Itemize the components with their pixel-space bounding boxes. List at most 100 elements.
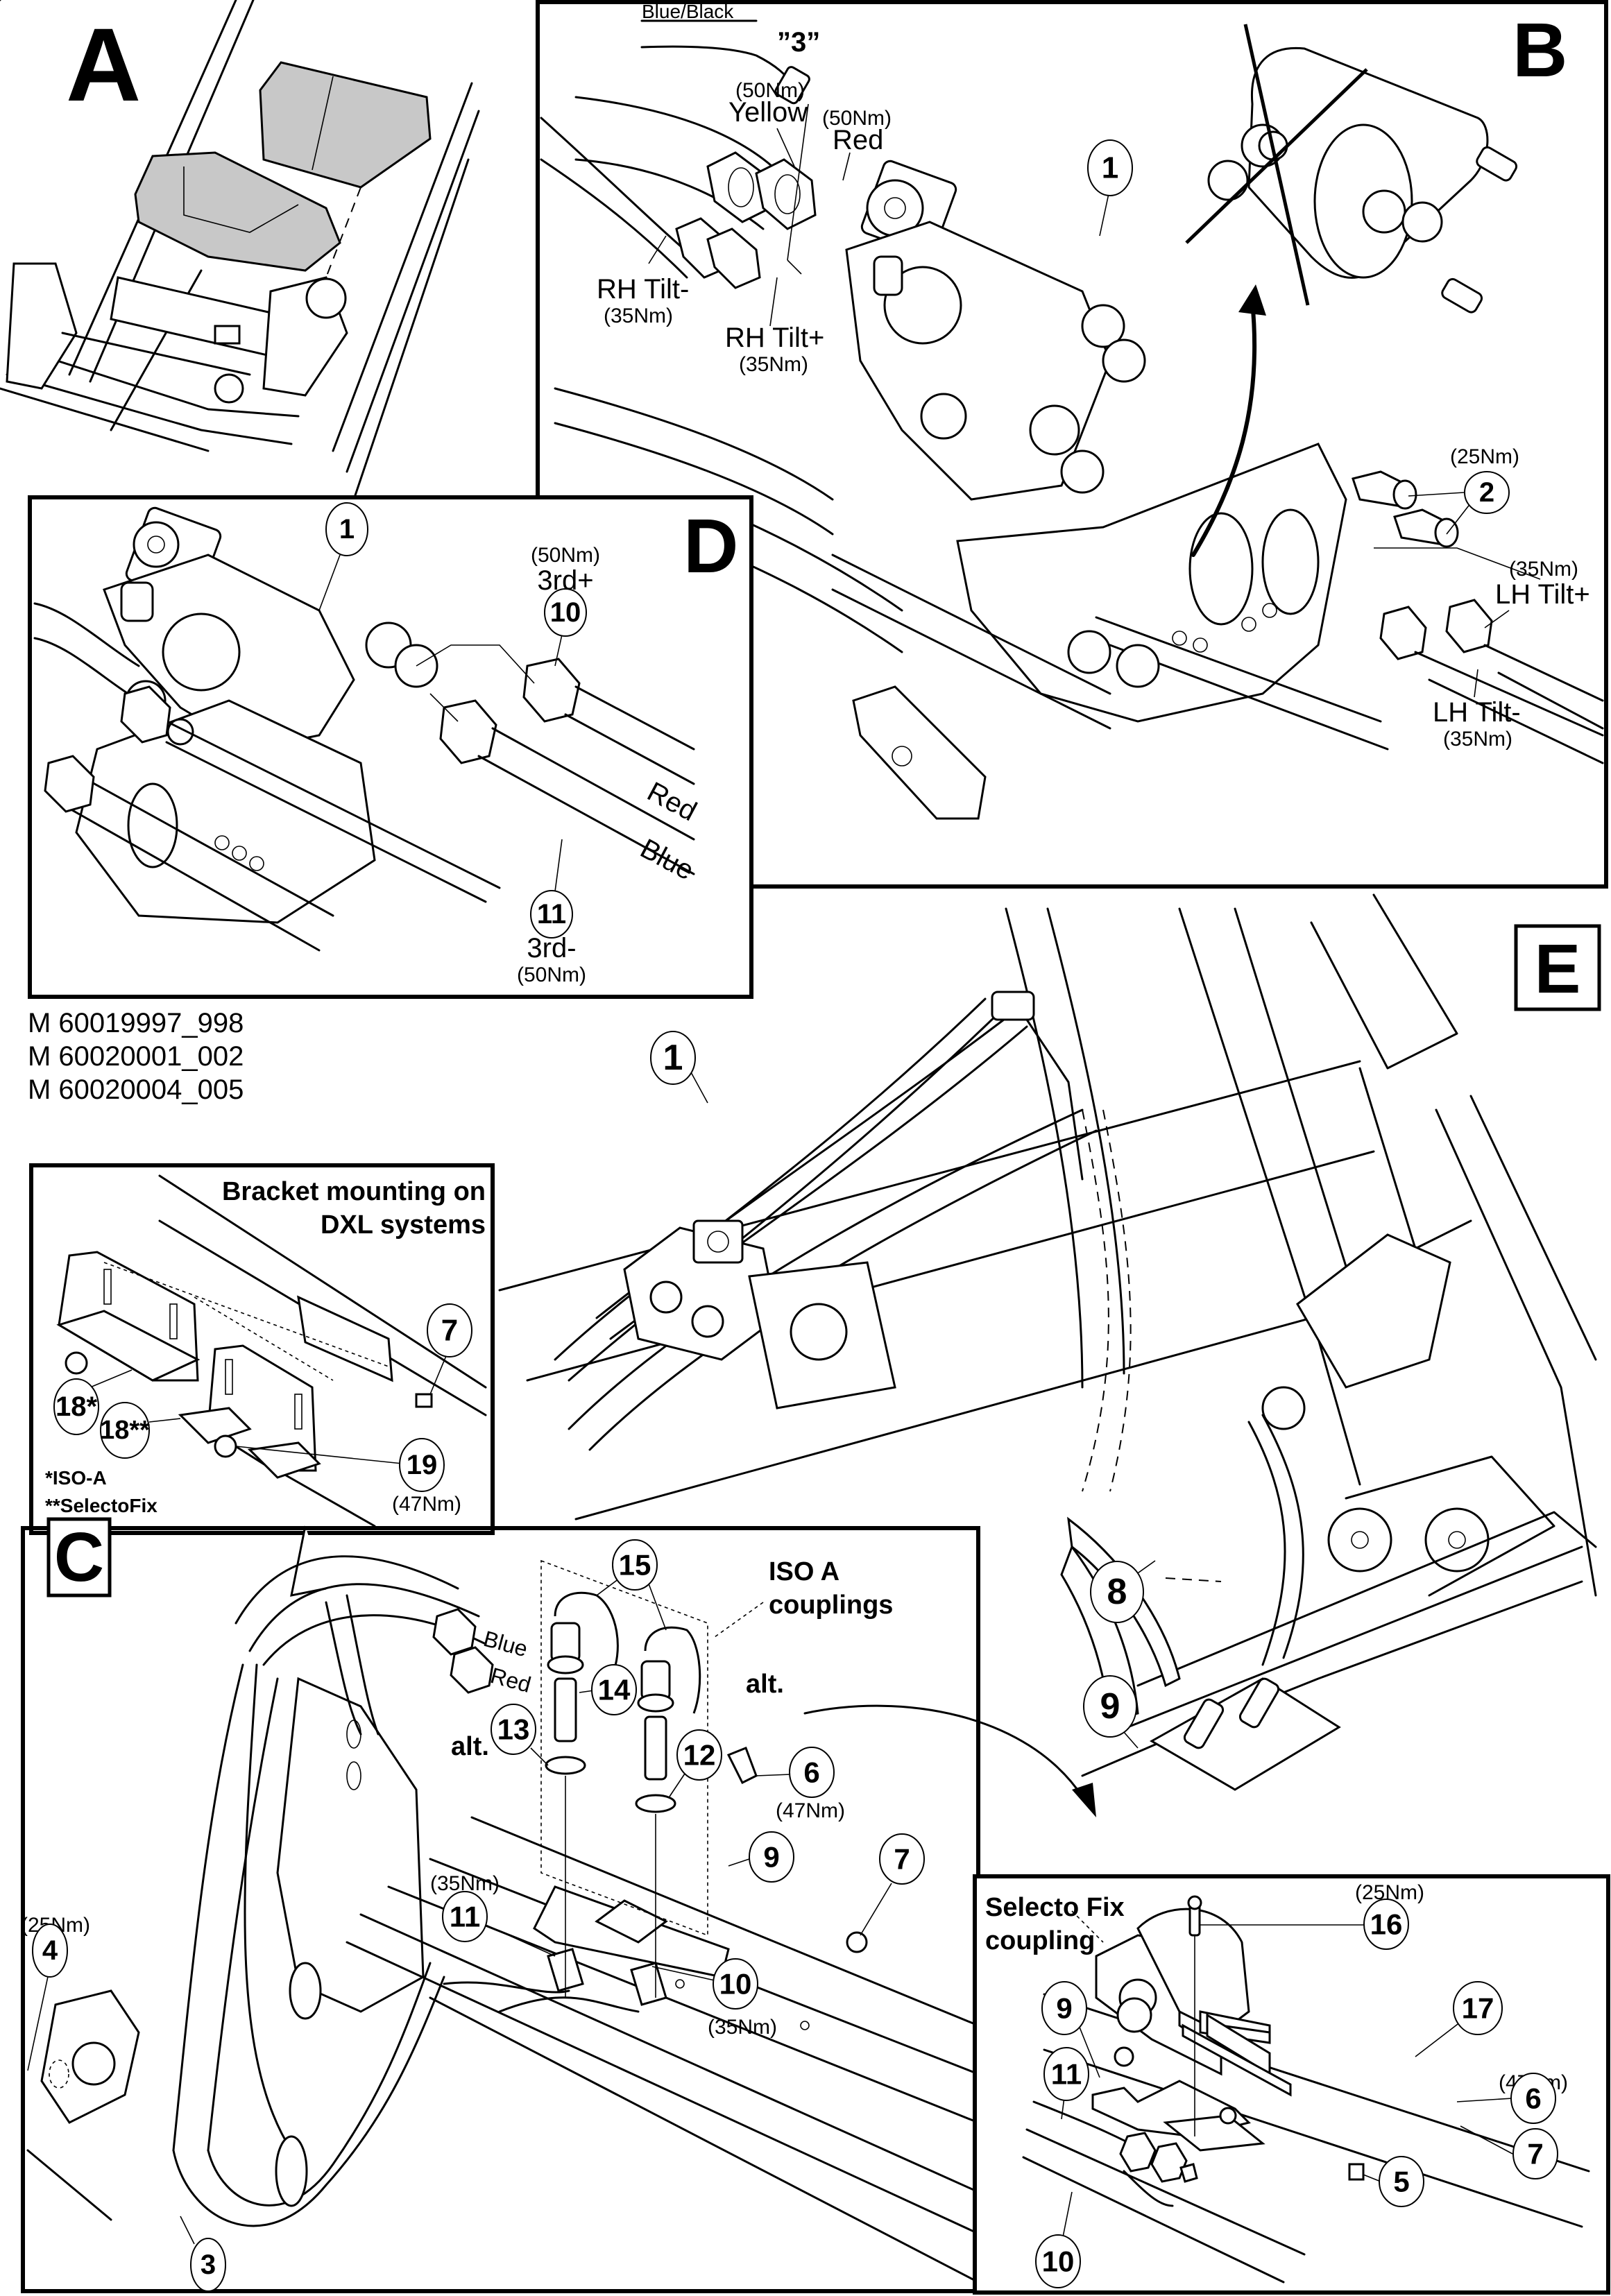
cap-screws-2 [1352, 470, 1459, 548]
hose-label-3rd-minus: 3rd- [527, 933, 576, 963]
drawing-stroke [691, 1305, 724, 1338]
drawing-stroke [1187, 1895, 1202, 1910]
callout-number: 11 [1051, 2058, 1082, 2091]
drawing-stroke [26, 2149, 112, 2221]
drawing-stroke [325, 1601, 362, 1736]
leader-line [180, 2216, 195, 2245]
drawing-stroke [883, 266, 962, 345]
callout-number: 1 [1102, 151, 1118, 185]
leader-line [1446, 502, 1472, 535]
leader-line [1363, 2174, 1381, 2182]
drawing-stroke [1179, 2163, 1198, 2183]
drawing-stroke [346, 110, 480, 473]
drawing-stroke [429, 1996, 980, 2284]
hose-fitting-yellow-red [706, 151, 817, 230]
leader-line [707, 1231, 729, 1253]
drawing-stroke [831, 588, 1111, 730]
drawing-stroke [359, 1913, 980, 2193]
leader-line [1241, 617, 1256, 632]
wire-color-label: Blue/Black [642, 1, 734, 22]
leader-line [1415, 2021, 1461, 2057]
leader-line [318, 554, 341, 611]
iso-coupling-male [644, 1715, 667, 1781]
drawing-stroke [803, 1704, 1084, 1798]
drawing-stroke [1095, 616, 1382, 723]
callout-number: 10 [550, 597, 581, 628]
drawing-stroke [1327, 1507, 1392, 1573]
drawing-stroke [1445, 599, 1493, 653]
drawing-stroke [477, 755, 695, 875]
callout-balloon [1464, 471, 1510, 514]
torque-label: (35Nm) [708, 2016, 777, 2039]
drawing-stroke [545, 1756, 586, 1775]
drawing-stroke [1348, 2163, 1365, 2181]
callout-balloon [491, 1704, 536, 1755]
leader-line [800, 2021, 810, 2030]
drawing-stroke [1247, 1421, 1286, 1666]
drawing-stroke [1025, 2128, 1306, 2256]
drawing-stroke [1067, 630, 1111, 674]
drawing-stroke [540, 1559, 708, 1937]
callout-number: 9 [1100, 1686, 1120, 1727]
callout-balloon [190, 2238, 226, 2292]
drawing-stroke [1234, 907, 1361, 1312]
callout-balloon [1379, 2156, 1424, 2207]
cover-plate-upper [259, 61, 432, 189]
drawing-stroke [1136, 1511, 1597, 1687]
drawing-stroke [1022, 2156, 1285, 2284]
leader-line [892, 746, 912, 766]
drawing-stroke [352, 158, 470, 501]
drawing-stroke [1428, 678, 1604, 764]
drawing-stroke [0, 387, 210, 452]
leader-line [842, 152, 851, 181]
leader-line [884, 197, 906, 219]
callout-number: 18* [56, 1391, 97, 1422]
footnote-iso-a: *ISO-A [45, 1467, 107, 1489]
drawing-stroke [387, 1885, 980, 2124]
leader-line [1193, 637, 1208, 653]
drawing-stroke [127, 782, 178, 868]
leader-line [1374, 547, 1541, 580]
drawing-stroke [1182, 2023, 1292, 2097]
inset-title: Bracket mounting on [222, 1177, 486, 1206]
selecto-fix-title: coupling [985, 1926, 1095, 1955]
leader-line [651, 1966, 715, 1981]
callout-balloon [713, 1958, 758, 2010]
drawing-stroke [774, 66, 810, 105]
callout-balloon [399, 1438, 445, 1492]
leader-line [787, 259, 802, 275]
panel-e-label: E [1514, 924, 1601, 1011]
drawing-stroke [1071, 1910, 1104, 1943]
leader-line [1172, 631, 1187, 646]
leader-line [249, 856, 264, 871]
drawing-stroke [133, 521, 180, 568]
callout-balloon [1090, 1561, 1144, 1623]
drawing-stroke [1345, 1455, 1555, 1597]
drawing-stroke [1243, 24, 1310, 306]
drawing-stroke [564, 713, 695, 785]
leader-line [429, 693, 459, 722]
leader-line [183, 166, 299, 233]
drawing-stroke [214, 373, 244, 404]
drawing-stroke [165, 741, 487, 903]
drawing-stroke [1435, 1108, 1597, 1597]
drawing-stroke [289, 1962, 322, 2020]
drawing-stroke [498, 1996, 640, 2013]
callout-balloon [100, 1402, 150, 1459]
drawing-stroke [790, 1303, 848, 1361]
torque-label: (25Nm) [1450, 445, 1519, 468]
drawing-stroke [706, 228, 761, 289]
callout-number: 1 [339, 514, 355, 545]
torque-label: (47Nm) [776, 1799, 845, 1822]
iso-a-coupling-dust-cap [547, 1591, 619, 1679]
drawing-stroke [1401, 201, 1443, 243]
leader-line [1262, 603, 1277, 618]
leader-line [1456, 2098, 1513, 2102]
leader-line [169, 1303, 178, 1339]
drawing-stroke [172, 1976, 445, 2227]
leader-line [429, 1352, 448, 1395]
drawing-stroke [194, 1296, 334, 1381]
leader-line [530, 1747, 549, 1766]
drawing-stroke [12, 345, 300, 418]
drawing-stroke [1081, 1580, 1583, 1777]
